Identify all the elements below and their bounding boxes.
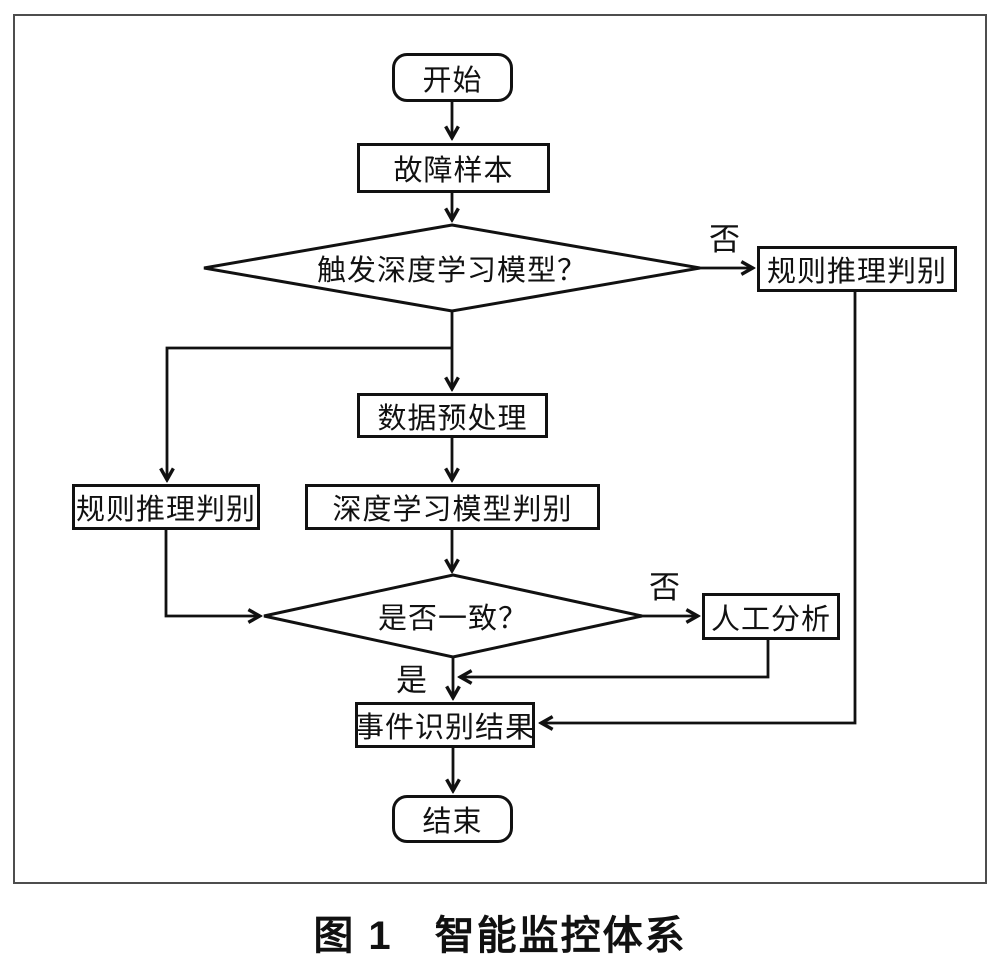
flow-node-manual-analysis: 人工分析 — [702, 593, 840, 640]
flow-node-fault-sample: 故障样本 — [357, 143, 550, 193]
edge-rule-left-to-consistent — [164, 530, 259, 616]
figure-caption-number: 图 1 — [313, 914, 393, 958]
edge-branch-to-rule-left — [167, 346, 452, 479]
figure-caption: 图 1 智能监控体系 — [0, 903, 1000, 961]
flow-node-rule-right: 规则推理判别 — [757, 246, 957, 292]
flow-node-trigger-decision-label: 触发深度学习模型？ — [316, 255, 587, 287]
flow-node-deep-judge: 深度学习模型判别 — [305, 484, 600, 530]
edge-label-consistent-yes: 是 — [396, 663, 427, 698]
flow-node-rule-left: 规则推理判别 — [72, 484, 260, 530]
flow-node-event-result: 事件识别结果 — [355, 702, 535, 748]
figure-caption-title: 智能监控体系 — [434, 914, 687, 958]
edge-label-trigger-no: 否 — [709, 222, 740, 257]
flow-node-start: 开始 — [392, 53, 513, 102]
flow-node-consistent-decision-label: 是否一致？ — [377, 603, 528, 635]
flow-node-data-preprocess: 数据预处理 — [357, 393, 548, 438]
flow-node-end: 结束 — [392, 795, 513, 843]
edge-label-consistent-no: 否 — [649, 570, 680, 605]
edge-rule-right-to-result — [542, 292, 857, 723]
edge-manual-to-yes-line — [461, 640, 770, 677]
